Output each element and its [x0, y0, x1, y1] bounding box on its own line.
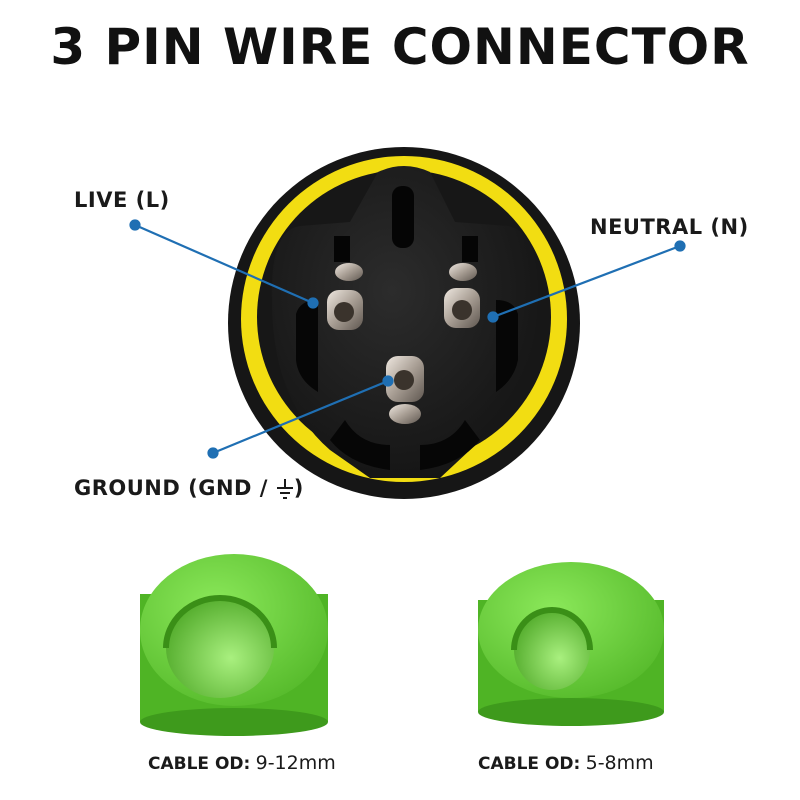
slot-right — [496, 300, 518, 392]
ground-label: GROUND (GND / ) — [74, 476, 304, 500]
ground-leader-line — [212, 379, 389, 455]
ground-terminal — [386, 356, 424, 424]
ground-label-prefix: GROUND (GND / — [74, 476, 276, 500]
slot-small-l — [334, 236, 350, 262]
live-leader-line — [134, 223, 314, 305]
live-terminal — [327, 263, 363, 330]
seal-caption-value: 5-8mm — [585, 752, 654, 774]
ground-leader-dot — [207, 447, 219, 459]
seal-caption-large: CABLE OD: 9-12mm — [148, 752, 336, 775]
neutral-leader-line — [492, 244, 681, 319]
seal-caption-value: 9-12mm — [255, 752, 336, 774]
seal-caption-key: CABLE OD: — [148, 754, 251, 774]
seal-caption-small: CABLE OD: 5-8mm — [478, 752, 654, 775]
page-title: 3 PIN WIRE CONNECTOR — [50, 18, 750, 76]
slot-left — [296, 300, 318, 392]
seal-caption-key: CABLE OD: — [478, 754, 581, 774]
cable-seal-small — [478, 562, 664, 726]
slot-small-n — [462, 236, 478, 262]
live-leader-dot — [129, 219, 141, 231]
slot-top — [392, 186, 414, 248]
neutral-terminal — [444, 263, 480, 328]
live-label: LIVE (L) — [74, 188, 170, 212]
slot-bottom-right — [420, 420, 480, 470]
ground-label-suffix: ) — [293, 476, 304, 500]
cable-seal-large — [140, 554, 328, 736]
neutral-label: NEUTRAL (N) — [590, 215, 749, 239]
ground-symbol-icon — [276, 479, 293, 499]
neutral-leader-dot — [674, 240, 686, 252]
connector-housing — [228, 147, 580, 499]
slot-bottom-left — [330, 420, 390, 470]
